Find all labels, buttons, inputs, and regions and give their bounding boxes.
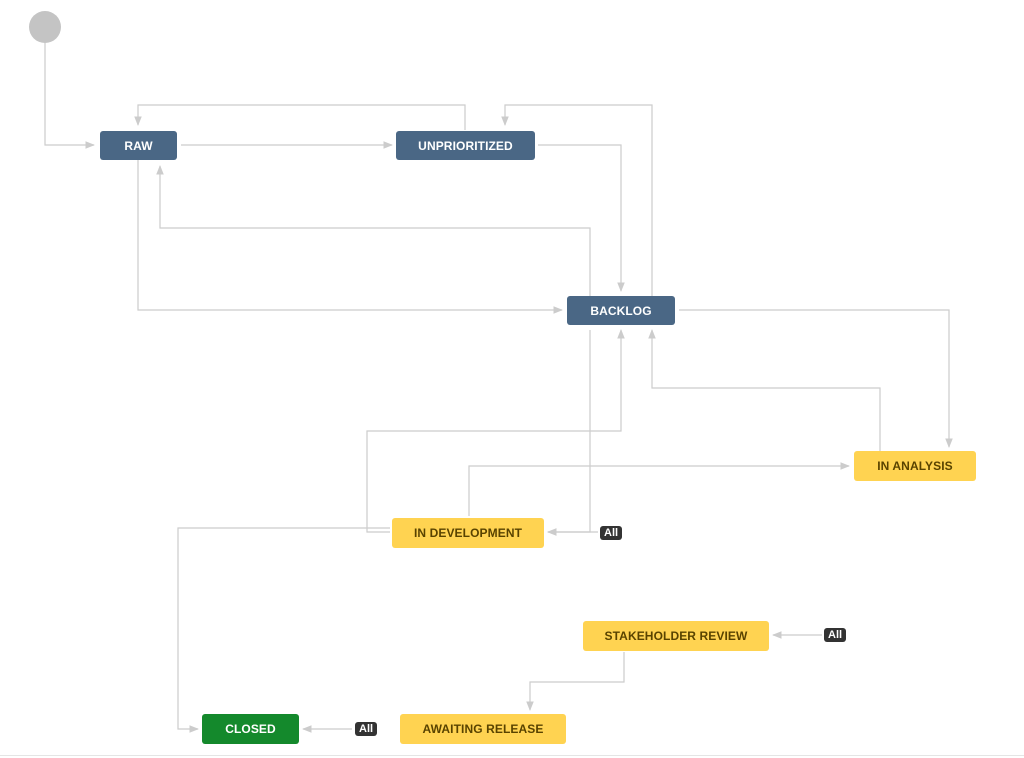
status-closed[interactable]: CLOSED bbox=[202, 714, 299, 744]
status-raw-label: RAW bbox=[124, 138, 153, 153]
status-closed-label: CLOSED bbox=[225, 722, 276, 736]
transition-backlog-to-in-analysis bbox=[679, 309, 953, 448]
transition-in-analysis-to-backlog bbox=[648, 329, 881, 451]
status-in-development-label: IN DEVELOPMENT bbox=[413, 526, 523, 540]
global-transition-badge-closed[interactable]: All bbox=[355, 722, 378, 736]
transition-backlog-to-raw bbox=[156, 165, 591, 296]
status-raw[interactable]: RAW bbox=[100, 131, 177, 160]
status-stakeholder-review-label: STAKEHOLDER REVIEW bbox=[604, 629, 748, 643]
status-backlog-label: BACKLOG bbox=[590, 303, 652, 318]
global-transition-badge-stakeholder-review[interactable]: All bbox=[824, 628, 847, 642]
status-in-analysis-label: IN ANALYSIS bbox=[877, 459, 953, 473]
status-unprioritized-label: UNPRIORITIZED bbox=[418, 138, 513, 153]
transition-stakeholder-review-to-awaiting-release bbox=[526, 652, 625, 711]
status-awaiting-release-label: AWAITING RELEASE bbox=[422, 722, 544, 736]
start-node bbox=[29, 11, 61, 43]
status-in-analysis[interactable]: IN ANALYSIS bbox=[854, 451, 976, 481]
transition-start-to-raw bbox=[44, 43, 95, 149]
status-in-development[interactable]: IN DEVELOPMENT bbox=[392, 518, 544, 548]
transition-unprioritized-to-raw bbox=[134, 104, 466, 130]
transition-in-development-to-closed bbox=[177, 527, 390, 733]
global-transition-badge-in-development[interactable]: All bbox=[600, 526, 623, 540]
status-backlog[interactable]: BACKLOG bbox=[567, 296, 675, 325]
status-stakeholder-review[interactable]: STAKEHOLDER REVIEW bbox=[583, 621, 769, 651]
transition-in-development-to-backlog bbox=[366, 329, 625, 533]
status-unprioritized[interactable]: UNPRIORITIZED bbox=[396, 131, 535, 160]
bottom-divider bbox=[0, 755, 1024, 756]
transition-unprioritized-to-backlog bbox=[538, 144, 625, 292]
transition-raw-to-backlog bbox=[137, 160, 563, 314]
transition-in-development-to-in-analysis bbox=[468, 462, 850, 516]
transition-backlog-to-unprioritized bbox=[501, 104, 653, 296]
status-awaiting-release[interactable]: AWAITING RELEASE bbox=[400, 714, 566, 744]
